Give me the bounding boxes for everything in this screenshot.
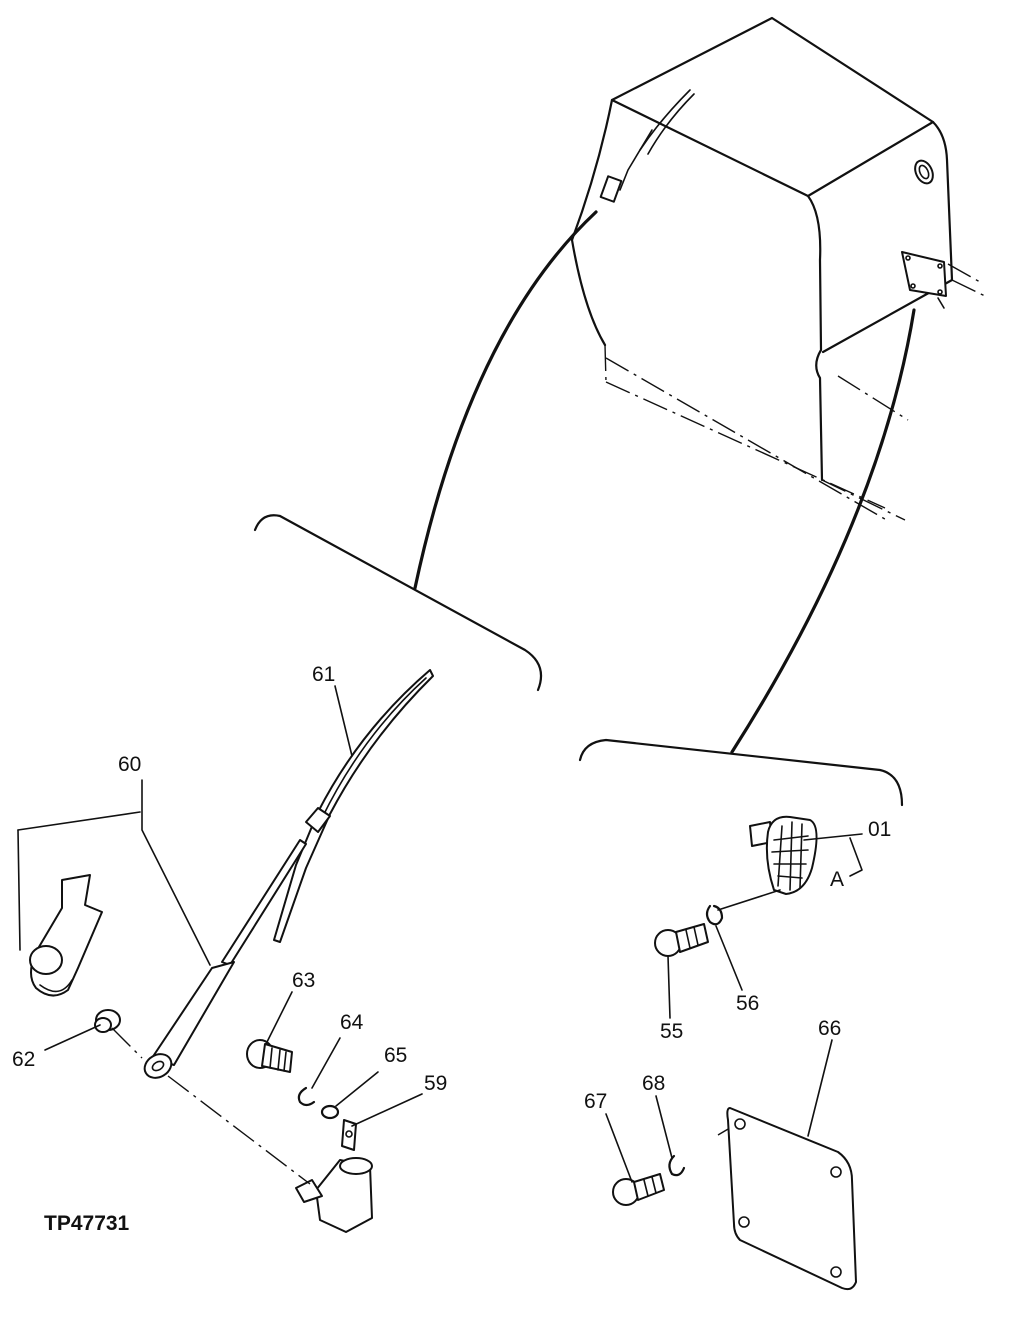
callout-59: 59 <box>424 1072 447 1095</box>
wiper-blade <box>273 669 434 943</box>
callout-64: 64 <box>340 1011 364 1034</box>
cab-outline <box>570 16 986 523</box>
callout-A: A <box>830 868 844 891</box>
leader-curve-left <box>413 210 598 590</box>
cab-cover-plate-mounted <box>901 251 947 309</box>
cover-plate <box>726 1107 857 1291</box>
callout-62: 62 <box>12 1048 35 1071</box>
spacer <box>94 1009 121 1033</box>
figure-code: TP47731 <box>44 1212 130 1235</box>
callout-68: 68 <box>642 1072 665 1095</box>
callout-67: 67 <box>584 1090 607 1113</box>
callout-labels: 61 60 62 63 64 65 59 01 A 55 56 66 67 68 <box>12 663 891 1113</box>
screw-55 <box>654 923 709 957</box>
washer-65 <box>320 1104 340 1120</box>
callout-56: 56 <box>736 992 759 1015</box>
cab-wiper-mounted <box>599 89 695 203</box>
wiper-arm-end-detail <box>17 811 141 997</box>
callout-61: 61 <box>312 663 335 686</box>
leader-lines <box>44 685 863 1183</box>
detail-panel-border-right <box>578 738 904 807</box>
lock-washer-64 <box>297 1086 316 1107</box>
detail-panel-border-left <box>253 514 543 692</box>
callout-65: 65 <box>384 1044 407 1067</box>
work-light <box>749 815 818 895</box>
washer-68 <box>668 1154 686 1177</box>
bolt-63 <box>246 1039 293 1073</box>
callout-55: 55 <box>660 1020 683 1043</box>
wiper-arm <box>143 839 307 1079</box>
callout-66: 66 <box>818 1017 841 1040</box>
callout-60: 60 <box>118 753 141 776</box>
wiper-motor <box>295 1119 373 1233</box>
leader-curve-right <box>730 308 916 754</box>
callout-01: 01 <box>868 818 891 841</box>
callout-63: 63 <box>292 969 315 992</box>
screw-67 <box>612 1173 665 1206</box>
assembly-line-left <box>111 1027 311 1185</box>
cab-work-light-mounted <box>914 159 934 185</box>
